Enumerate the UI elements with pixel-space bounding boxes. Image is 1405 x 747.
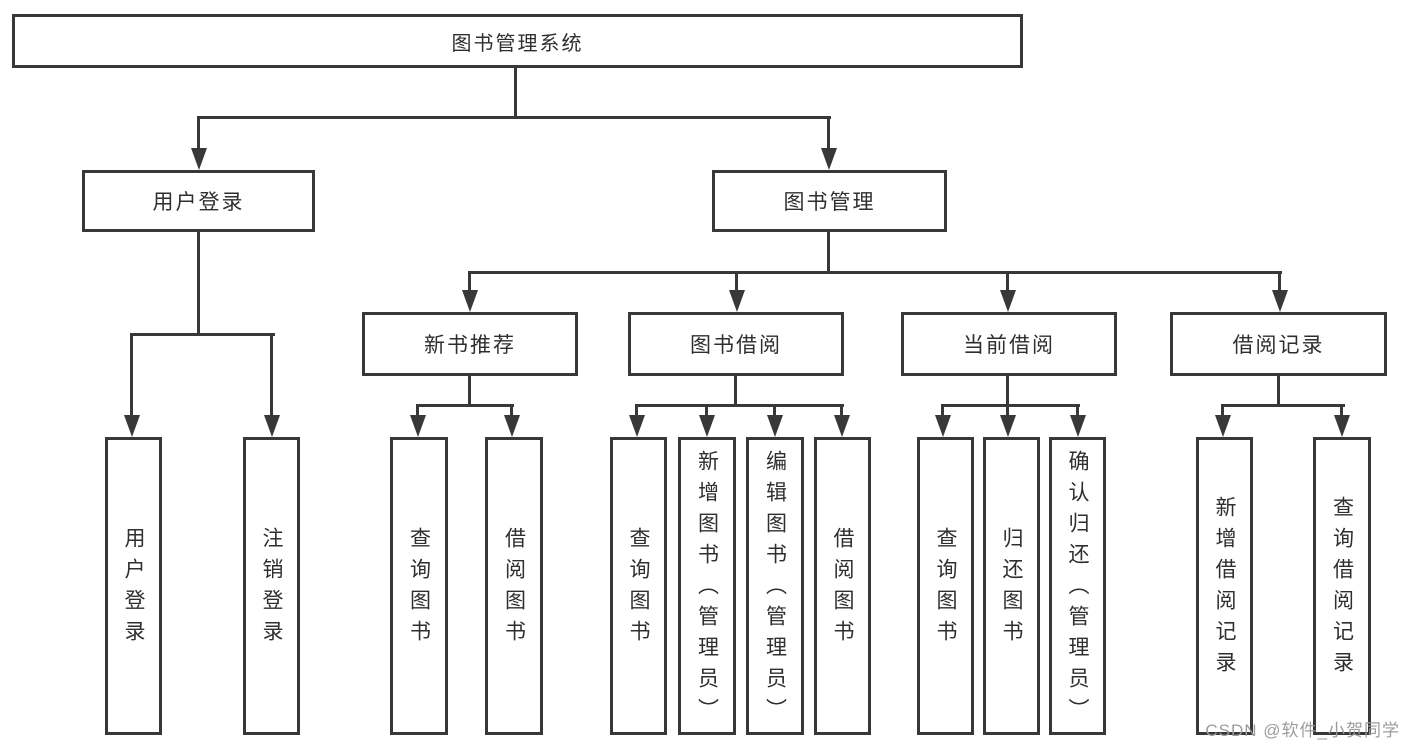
connector-root-stem (514, 68, 517, 118)
connector-mgmt-drop (1278, 271, 1281, 293)
connector-mgmt-bar (468, 271, 1282, 274)
node-book-borrowing: 图书借阅 (628, 312, 844, 376)
connector-borrow-stem (734, 376, 737, 407)
connector-mgmt-drop (735, 271, 738, 293)
leaf-borrow-edit-book-admin: 编辑图书（管理员） (746, 437, 804, 735)
arrow-down-icon (410, 415, 426, 437)
leaf-borrow-query-books: 查询图书 (610, 437, 667, 735)
node-book-management: 图书管理 (712, 170, 947, 232)
connector-login-bar (130, 333, 275, 336)
arrow-down-icon (699, 415, 715, 437)
connector-mgmt-stem (827, 232, 830, 274)
arrow-down-icon (834, 415, 850, 437)
connector-current-stem (1006, 376, 1009, 407)
node-borrowing-records: 借阅记录 (1170, 312, 1387, 376)
connector-mgmt-drop (468, 271, 471, 293)
connector-newbook-stem (468, 376, 471, 407)
connector-root-bar (197, 116, 831, 119)
connector-current-drop (1076, 404, 1079, 418)
arrow-down-icon (1215, 415, 1231, 437)
connector-borrow-bar (635, 404, 844, 407)
connector-newbook-drop (510, 404, 513, 418)
connector-records-drop (1340, 404, 1343, 418)
csdn-watermark: CSDN @软件_小贺同学 (1205, 721, 1400, 740)
arrow-down-icon (767, 415, 783, 437)
node-current-borrowing: 当前借阅 (901, 312, 1117, 376)
leaf-records-add-record: 新增借阅记录 (1196, 437, 1253, 735)
connector-root-right-drop (827, 116, 830, 150)
leaf-borrow-borrow-books: 借阅图书 (814, 437, 871, 735)
arrow-down-icon (1000, 415, 1016, 437)
arrow-down-icon (821, 148, 837, 170)
connector-current-drop (1006, 404, 1009, 418)
connector-borrow-drop (705, 404, 708, 418)
leaf-records-query-record: 查询借阅记录 (1313, 437, 1371, 735)
arrow-down-icon (729, 290, 745, 312)
connector-login-drop (270, 333, 273, 417)
connector-current-bar (941, 404, 1080, 407)
arrow-down-icon (124, 415, 140, 437)
leaf-current-confirm-return-admin: 确认归还（管理员） (1049, 437, 1106, 735)
arrow-down-icon (1272, 290, 1288, 312)
connector-login-stem (197, 232, 200, 336)
leaf-current-return-books: 归还图书 (983, 437, 1040, 735)
node-user-login: 用户登录 (82, 170, 315, 232)
node-library-system-root: 图书管理系统 (12, 14, 1023, 68)
arrow-down-icon (1070, 415, 1086, 437)
arrow-down-icon (1000, 290, 1016, 312)
connector-mgmt-drop (1006, 271, 1009, 293)
leaf-user-login: 用户登录 (105, 437, 162, 735)
leaf-newbook-query-books: 查询图书 (390, 437, 448, 735)
arrow-down-icon (504, 415, 520, 437)
arrow-down-icon (1334, 415, 1350, 437)
connector-records-stem (1277, 376, 1280, 407)
connector-root-left-drop (197, 116, 200, 150)
connector-login-drop (130, 333, 133, 417)
node-new-book-recommend: 新书推荐 (362, 312, 578, 376)
connector-newbook-bar (416, 404, 514, 407)
leaf-current-query-books: 查询图书 (917, 437, 974, 735)
arrow-down-icon (191, 148, 207, 170)
leaf-logout: 注销登录 (243, 437, 300, 735)
arrow-down-icon (629, 415, 645, 437)
connector-borrow-drop (773, 404, 776, 418)
arrow-down-icon (935, 415, 951, 437)
connector-current-drop (941, 404, 944, 418)
leaf-newbook-borrow-books: 借阅图书 (485, 437, 543, 735)
connector-borrow-drop (840, 404, 843, 418)
connector-records-drop (1221, 404, 1224, 418)
connector-newbook-drop (416, 404, 419, 418)
arrow-down-icon (264, 415, 280, 437)
arrow-down-icon (462, 290, 478, 312)
connector-records-bar (1221, 404, 1345, 407)
leaf-borrow-add-book-admin: 新增图书（管理员） (678, 437, 736, 735)
connector-borrow-drop (635, 404, 638, 418)
